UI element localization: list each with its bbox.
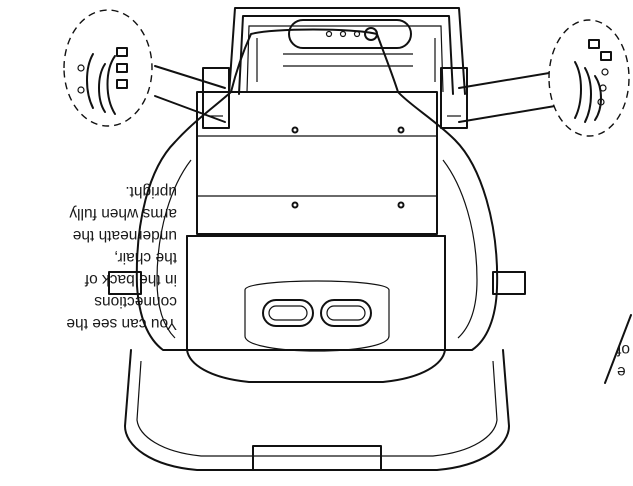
control-dot <box>339 30 347 38</box>
top-frame-outer <box>228 7 466 95</box>
screw <box>291 201 299 209</box>
control-knob <box>364 27 378 41</box>
side-tab-left <box>492 271 526 295</box>
seat-base-inner <box>136 360 498 457</box>
side-tab-right <box>108 271 142 295</box>
callout-leader <box>154 95 226 123</box>
back-panel-upper <box>196 91 438 235</box>
callout-leader <box>154 65 226 89</box>
handle-grip-right <box>262 299 314 327</box>
screw <box>397 126 405 134</box>
shell-inner-left <box>156 159 192 339</box>
top-frame-inner <box>238 15 454 95</box>
chair-outer-shell <box>135 28 499 351</box>
handle-grip-left <box>320 299 372 327</box>
top-frame-rail <box>246 25 444 93</box>
screw <box>397 201 405 209</box>
screw <box>291 126 299 134</box>
control-dot <box>353 30 361 38</box>
handle-surround <box>244 280 390 352</box>
handle-grip-left-inner <box>326 305 366 321</box>
control-housing <box>288 19 412 49</box>
hinge-bracket-left <box>440 67 468 129</box>
handle-grip-right-inner <box>268 305 308 321</box>
control-dot <box>325 30 333 38</box>
seat-front-tab <box>252 445 382 471</box>
back-panel-lower <box>186 235 446 383</box>
seat-base <box>124 349 510 471</box>
zoom-callout-left <box>63 9 153 127</box>
leader-line-right <box>604 314 632 384</box>
hinge-bracket-right <box>202 67 230 129</box>
zoom-callout-right <box>548 19 630 137</box>
shell-inner-right <box>442 159 478 339</box>
